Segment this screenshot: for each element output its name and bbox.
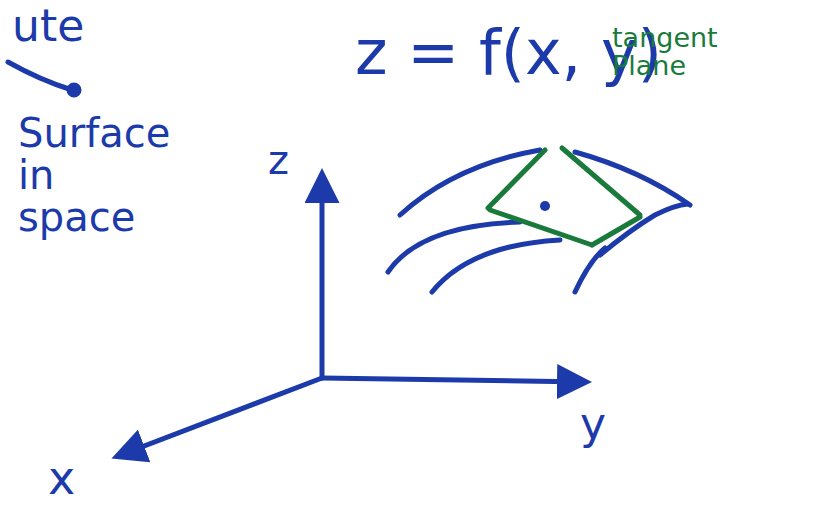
diagram-label: tangent Plane — [612, 24, 718, 81]
tangent-plane — [488, 148, 640, 245]
surface-edge — [432, 240, 560, 292]
surface-edge — [575, 248, 605, 292]
diagram-label: ute — [12, 4, 84, 48]
arrow-dot — [69, 85, 79, 95]
surface-edge — [400, 150, 540, 215]
diagram-label: x — [48, 455, 75, 501]
pointer-arrow — [8, 62, 72, 90]
y-axis — [322, 378, 585, 382]
tangent-point — [540, 201, 550, 211]
diagram-label: z — [268, 140, 289, 180]
x-axis — [118, 378, 322, 456]
surface-edge — [600, 204, 688, 255]
diagram-label: Surface in space — [18, 112, 170, 238]
z-axis — [320, 175, 325, 378]
diagram-label: y — [580, 402, 606, 446]
surface-edge — [575, 152, 690, 205]
